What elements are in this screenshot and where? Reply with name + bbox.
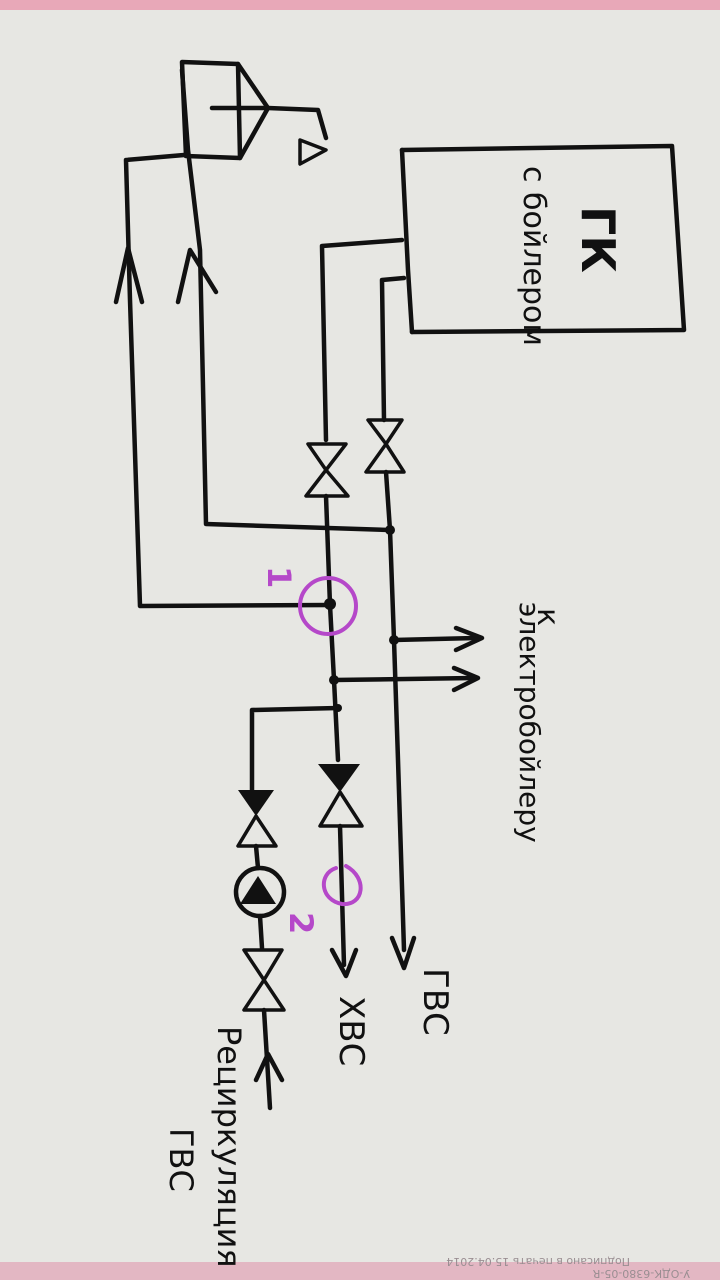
boiler-label-main: ГК [571,206,625,273]
pipe-to-electroboiler-2 [331,675,477,683]
marker-circle-1 [298,576,358,636]
pipe-to-electroboiler-1 [391,635,479,643]
marker-label-2: 2 [282,912,320,934]
arrow-to-electroboiler-1 [453,625,485,653]
junction-dot-1 [324,598,336,610]
footer-print-2: У-ОДК-6380-05-R [592,1267,690,1280]
label-hot-water: ГВС [415,968,455,1036]
junction-dot-2 [385,525,395,535]
pipe-heating-outer [123,152,333,609]
paper-edge-top [0,0,720,10]
footer-print-1: Подписано в печать 15.04.2014 [446,1255,630,1268]
pipe-boiler-supply [319,237,405,443]
pipe-recirc-2 [257,913,265,951]
arrow-recirculation [253,1051,285,1083]
arrow-heating-outer [113,245,145,305]
pipe-recirc-1 [253,843,261,871]
pipe-boiler-return [379,275,407,423]
label-recirculation-1: Рециркуляция [210,1026,248,1268]
arrow-heating-inner [175,247,219,305]
heat-exchanger-top [179,59,329,166]
electroboiler-label: электробойлеру [513,602,546,843]
pipe-recirculation-branch [249,705,341,793]
boiler-box [399,143,687,335]
boiler-label-sub: с бойлером [516,166,551,346]
pipe-cold-water [337,823,347,968]
boiler-box-left [399,147,415,335]
pipe-main-left [323,493,341,763]
marker-circle-2 [321,864,363,907]
arrow-to-electroboiler-2 [451,665,481,693]
marker-label-1: 1 [260,566,298,588]
electroboiler-label-k: к [530,608,565,626]
arrow-hot-water [389,935,417,971]
arrow-cold-water [329,947,359,979]
paper-edge-bottom [0,1262,720,1280]
label-cold-water: ХВС [331,996,371,1066]
label-recirculation-2: ГВС [162,1128,200,1192]
